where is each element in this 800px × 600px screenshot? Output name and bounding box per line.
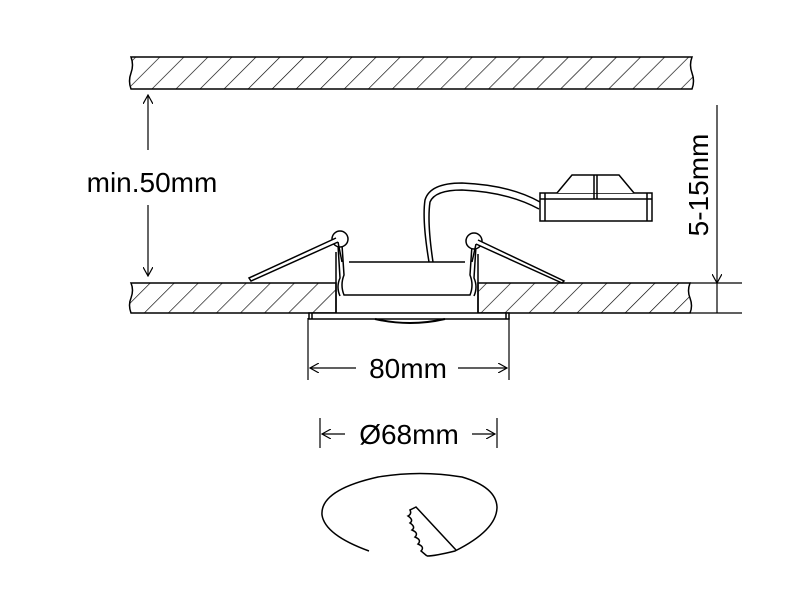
clearance-label: min.50mm: [87, 167, 218, 198]
upper-slab: [128, 56, 695, 90]
outer-diameter-label: 80mm: [369, 353, 447, 384]
thickness-dimension: [690, 105, 742, 314]
cutout-diameter-dimension: [319, 418, 498, 448]
thickness-label: 5-15mm: [683, 134, 714, 237]
ceiling-slab-right: [477, 282, 693, 314]
ceiling-slab-left: [128, 282, 337, 314]
cutout-diameter-label: Ø68mm: [359, 419, 459, 450]
saw-cutout-icon: [321, 472, 498, 557]
terminal-connector: [539, 174, 653, 222]
outer-diameter-dimension: [307, 318, 510, 380]
downlight-fixture: [247, 230, 566, 324]
power-cable: [423, 182, 541, 263]
